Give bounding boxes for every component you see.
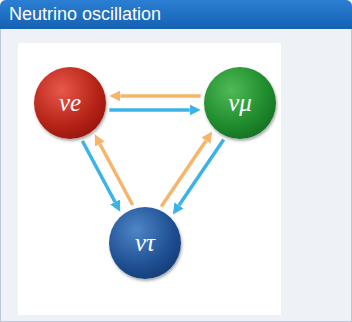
- neutrino-circle: ντ: [109, 207, 181, 279]
- oscillation-arrow: [109, 108, 189, 112]
- flavour-label: νe: [59, 89, 81, 117]
- neutrino-circle: νe: [34, 67, 106, 139]
- oscillation-arrow: [120, 94, 200, 98]
- oscillation-arrow: [82, 141, 115, 202]
- panel-title: Neutrino oscillation: [0, 0, 352, 25]
- oscillation-arrow: [100, 144, 133, 205]
- flavour-label: ντ: [135, 229, 155, 257]
- header-bar: Neutrino oscillation: [0, 0, 352, 29]
- flavour-label: νμ: [228, 89, 252, 117]
- oscillation-arrow: [179, 139, 224, 205]
- neutrino-circle: νμ: [204, 67, 276, 139]
